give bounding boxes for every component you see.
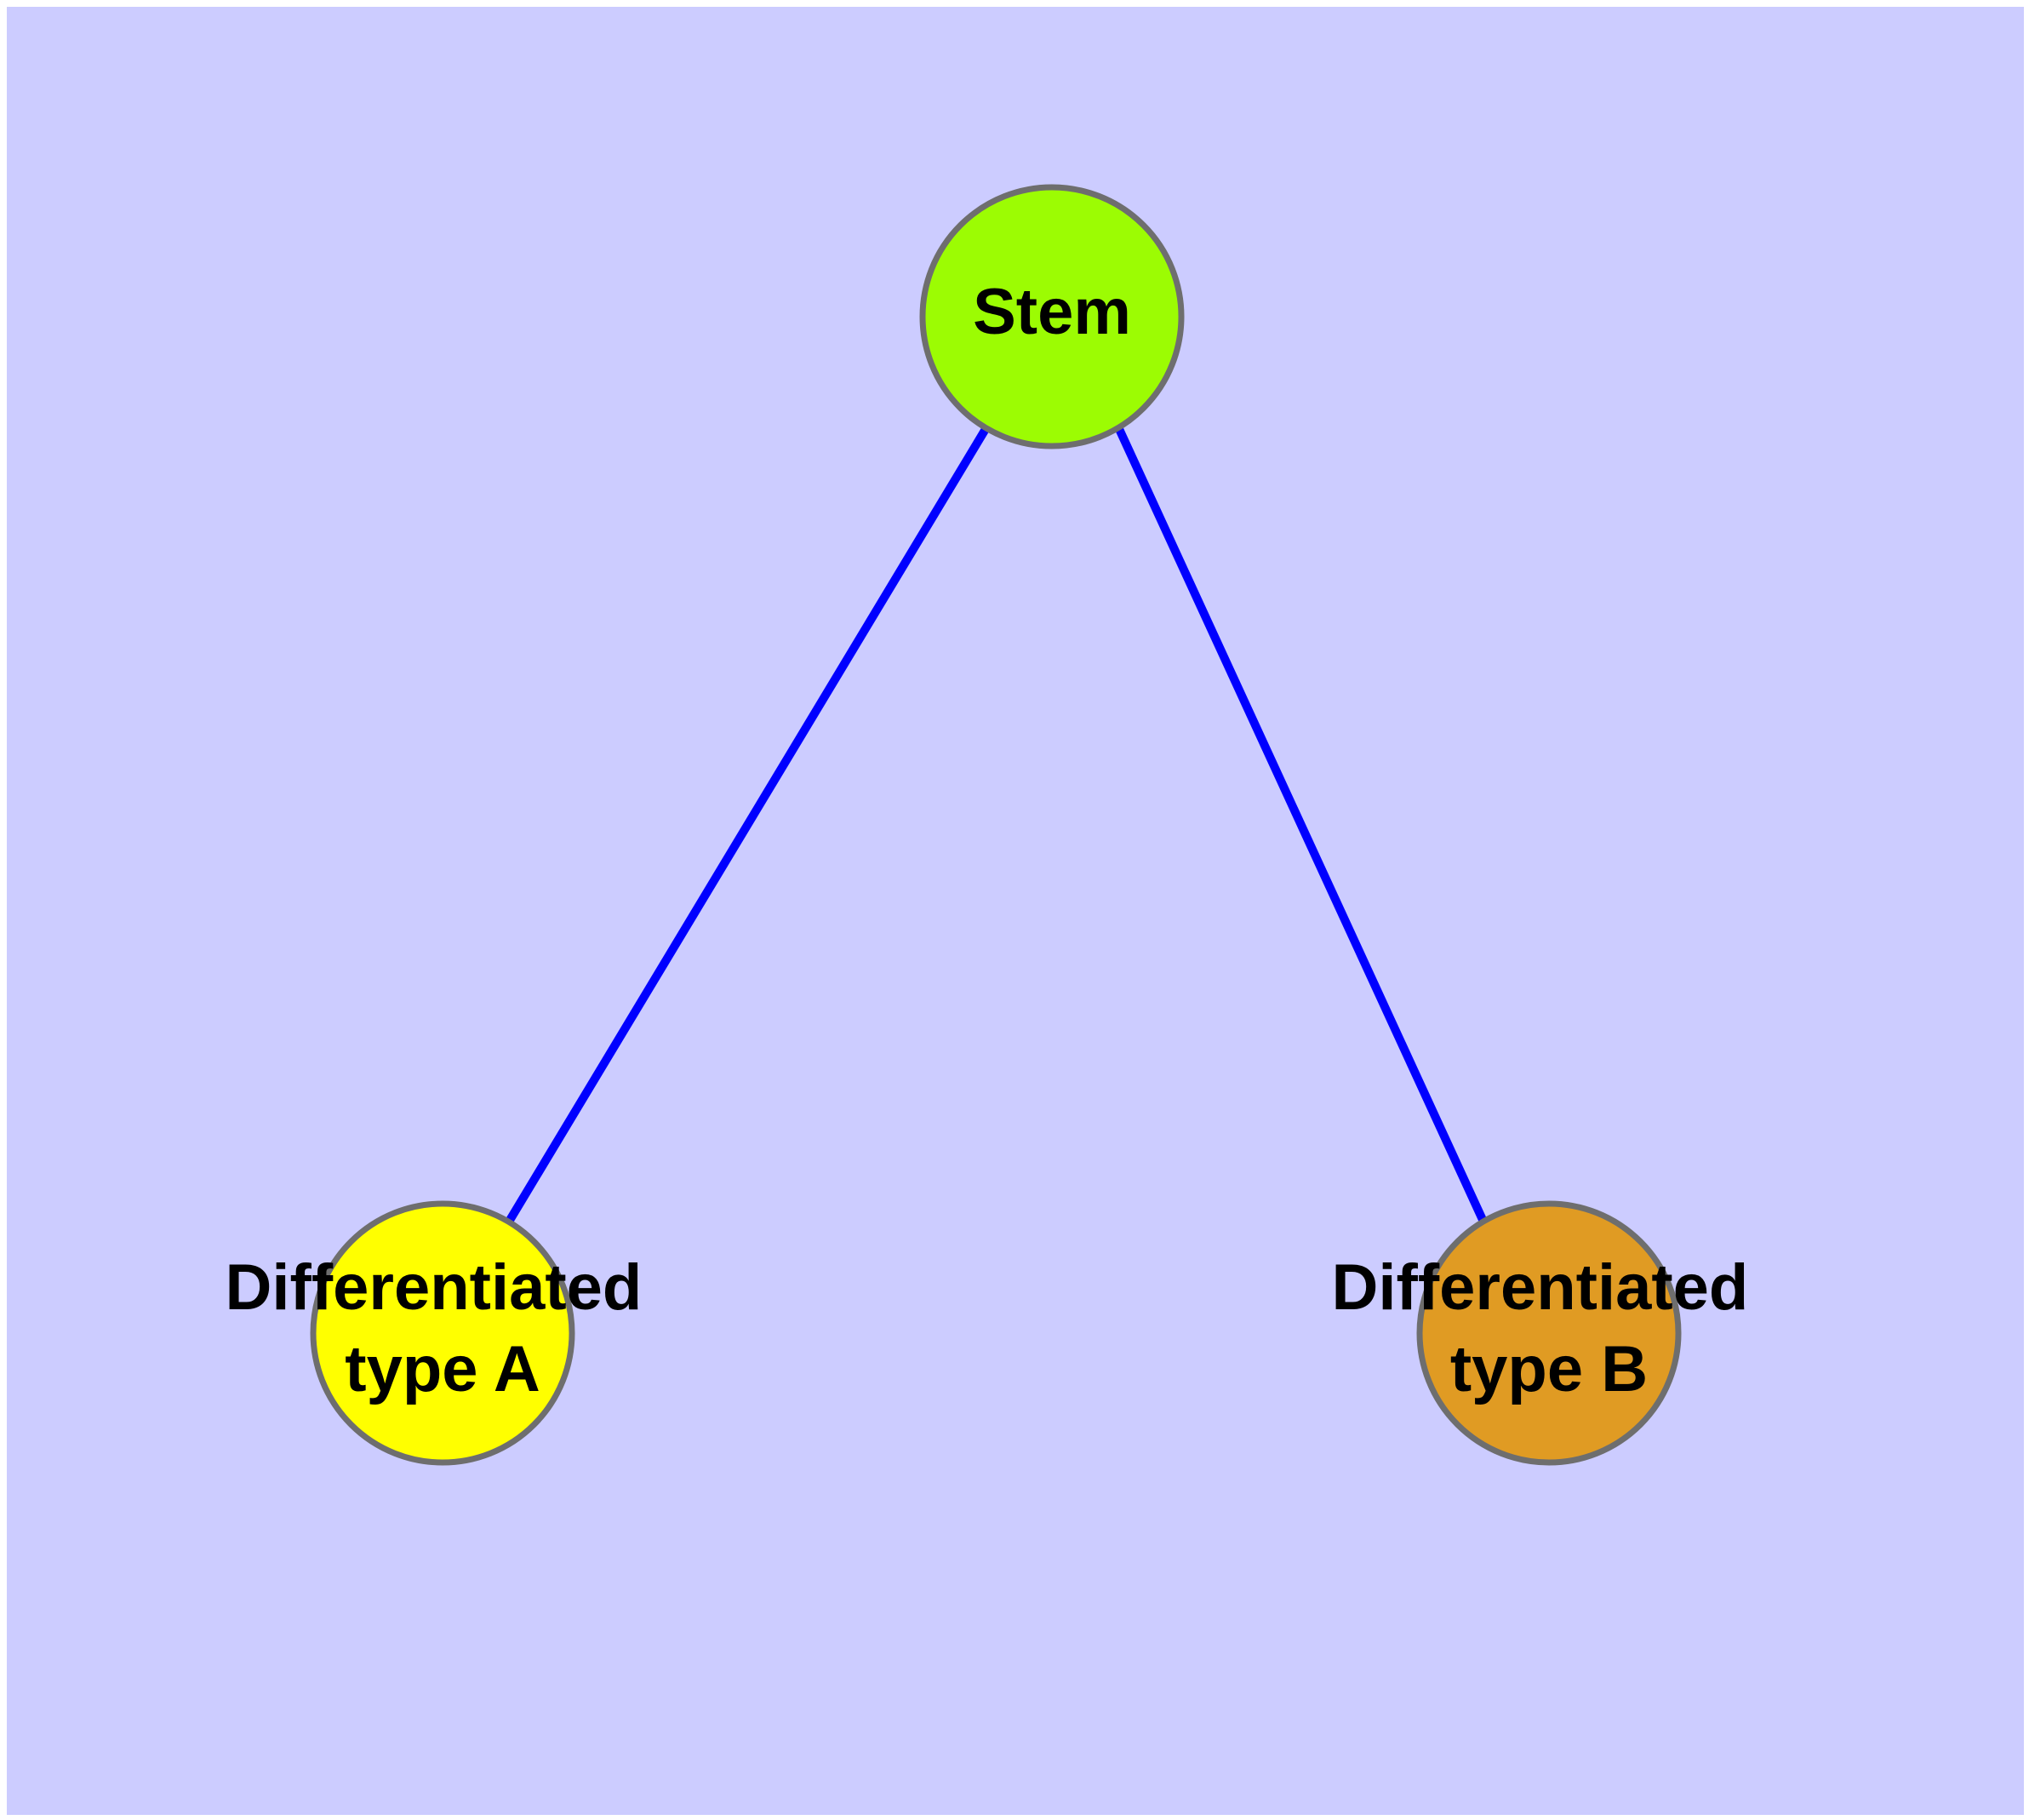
node-differentiated-type-b-label-line-2: type B bbox=[1450, 1333, 1648, 1405]
node-differentiated-type-b-label-line-1: Differentiated bbox=[1332, 1251, 1749, 1324]
graph-svg: Stem Differentiated type A Differentiate… bbox=[226, 184, 1767, 1466]
node-stem[interactable] bbox=[919, 184, 1185, 449]
edge-layer bbox=[505, 426, 1488, 1224]
node-differentiated-type-a[interactable] bbox=[310, 1200, 575, 1466]
node-stem-circle[interactable] bbox=[919, 184, 1185, 449]
node-stem-label: Stem bbox=[973, 276, 1131, 348]
node-differentiated-type-b[interactable] bbox=[1416, 1200, 1682, 1466]
node-differentiated-type-a-label: Differentiated type A bbox=[226, 1251, 660, 1405]
node-differentiated-type-a-label-line-1: Differentiated bbox=[226, 1251, 643, 1324]
node-differentiated-type-a-label-line-2: type A bbox=[345, 1333, 540, 1405]
node-stem-label-line-1: Stem bbox=[973, 276, 1131, 348]
edge-stem-to-diff-b[interactable] bbox=[1115, 426, 1488, 1224]
node-differentiated-type-b-circle[interactable] bbox=[1416, 1200, 1682, 1466]
node-layer bbox=[310, 184, 1682, 1466]
diagram-canvas: Stem Differentiated type A Differentiate… bbox=[7, 7, 2024, 1815]
label-layer: Stem Differentiated type A Differentiate… bbox=[226, 276, 1767, 1405]
node-differentiated-type-a-circle[interactable] bbox=[310, 1200, 575, 1466]
node-differentiated-type-b-label: Differentiated type B bbox=[1332, 1251, 1767, 1405]
edge-stem-to-diff-a[interactable] bbox=[505, 426, 990, 1224]
